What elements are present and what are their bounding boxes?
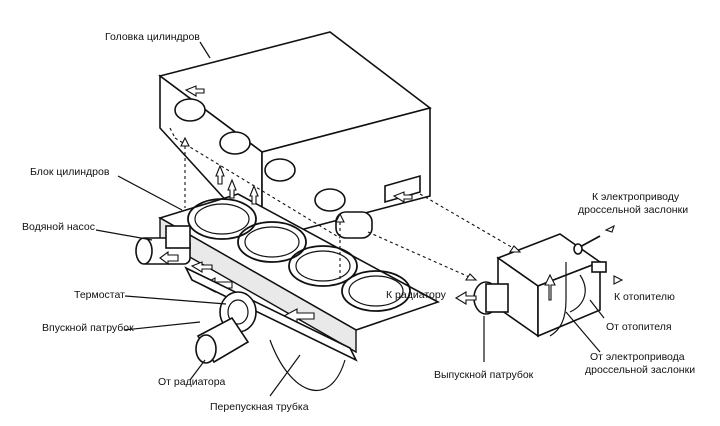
to-radiator-arrow bbox=[454, 291, 477, 305]
label-bypass-tube: Перепускная трубка bbox=[210, 401, 309, 413]
label-outlet-pipe: Выпускной патрубок bbox=[434, 369, 534, 381]
bypass-tube-body bbox=[184, 266, 358, 362]
bypass-tube bbox=[184, 266, 358, 391]
label-thermostat: Термостат bbox=[74, 289, 125, 301]
water-pump-mount bbox=[165, 225, 191, 249]
bore-4 bbox=[341, 270, 411, 312]
label-to-throttle-line2: дроссельной заслонки bbox=[578, 204, 688, 216]
chamber-opening bbox=[174, 98, 206, 122]
bore-1 bbox=[187, 198, 257, 240]
housing-inner-pipe bbox=[549, 262, 567, 337]
head-flow-arrow bbox=[184, 85, 205, 97]
leader-inlet-pipe bbox=[123, 321, 201, 331]
label-cylinder-head: Головка цилиндров bbox=[105, 31, 200, 43]
arrowhead bbox=[180, 136, 190, 147]
leader-cylinder-block bbox=[117, 175, 183, 211]
up-arrow bbox=[227, 178, 237, 199]
leader-water-pump bbox=[95, 229, 153, 241]
leader-from-throttle bbox=[565, 311, 601, 353]
bore-3-inner bbox=[295, 250, 351, 282]
housing-flow-arrow bbox=[544, 273, 556, 301]
water-pump bbox=[135, 225, 191, 265]
label-inlet-pipe: Впускной патрубок bbox=[42, 322, 134, 334]
arrowhead bbox=[508, 245, 522, 253]
leader-cylinder-head bbox=[199, 41, 211, 59]
chamber-opening bbox=[264, 158, 296, 182]
up-arrow bbox=[215, 164, 225, 185]
label-from-radiator: От радиатора bbox=[158, 376, 226, 388]
label-from-throttle-line2: дроссельной заслонки bbox=[585, 364, 695, 376]
flow-arrows bbox=[159, 85, 624, 305]
bore-4-inner bbox=[348, 275, 404, 307]
water-pump-pulley bbox=[135, 237, 153, 265]
to-throttle-arrow bbox=[604, 224, 615, 233]
up-arrow bbox=[249, 184, 259, 205]
bypass-tube-lower-curve bbox=[269, 339, 346, 391]
leader-bypass-tube bbox=[269, 354, 301, 397]
head-flow-arrow bbox=[392, 191, 413, 203]
thermostat-housing bbox=[195, 291, 257, 364]
label-cylinder-block: Блок цилиндров bbox=[30, 166, 110, 178]
head-to-outlet-line bbox=[367, 231, 477, 281]
arrowhead bbox=[464, 273, 478, 281]
thermostat-inner bbox=[227, 299, 249, 325]
bore-3 bbox=[288, 245, 358, 287]
throttle-nozzle-end bbox=[573, 243, 583, 255]
bore-2 bbox=[237, 221, 307, 263]
outlet-housing-front bbox=[537, 260, 601, 338]
chamber-opening bbox=[314, 188, 346, 212]
label-to-heater: К отопителю bbox=[614, 291, 675, 303]
leader-from-heater bbox=[589, 299, 605, 319]
bore-1-inner bbox=[194, 203, 250, 235]
chamber-opening bbox=[219, 131, 251, 155]
outlet-pipe-body bbox=[485, 283, 509, 313]
cylinder-head bbox=[158, 31, 432, 243]
pump-flow-arrow bbox=[190, 261, 213, 273]
head-outlet-port bbox=[384, 174, 421, 204]
inlet-pipe-end bbox=[195, 334, 217, 364]
head-water-jacket bbox=[335, 211, 373, 239]
housing-inner-pipe bbox=[569, 274, 586, 313]
label-to-throttle-line1: К электроприводу bbox=[592, 191, 680, 203]
leader-from-radiator bbox=[189, 359, 206, 381]
label-from-throttle-line1: От электропривода bbox=[590, 351, 685, 363]
label-to-radiator: К радиатору bbox=[386, 289, 447, 301]
labels: Головка цилиндров Блок цилиндров Водяной… bbox=[22, 31, 695, 413]
leader-lines bbox=[95, 41, 605, 397]
bore-2-inner bbox=[244, 226, 300, 258]
head-lower-channel bbox=[169, 127, 341, 239]
arrowhead bbox=[335, 212, 345, 223]
heater-nozzle bbox=[591, 261, 607, 273]
to-heater-arrow bbox=[613, 275, 624, 285]
outlet-housing bbox=[473, 233, 607, 338]
leader-thermostat bbox=[124, 295, 227, 305]
pump-flow-arrow bbox=[159, 250, 179, 266]
label-water-pump: Водяной насос bbox=[22, 221, 95, 233]
cylinder-block bbox=[157, 193, 440, 354]
head-to-outlet-line bbox=[419, 193, 521, 253]
cylinder-bores bbox=[187, 198, 411, 312]
label-from-heater: От отопителя bbox=[606, 321, 672, 333]
